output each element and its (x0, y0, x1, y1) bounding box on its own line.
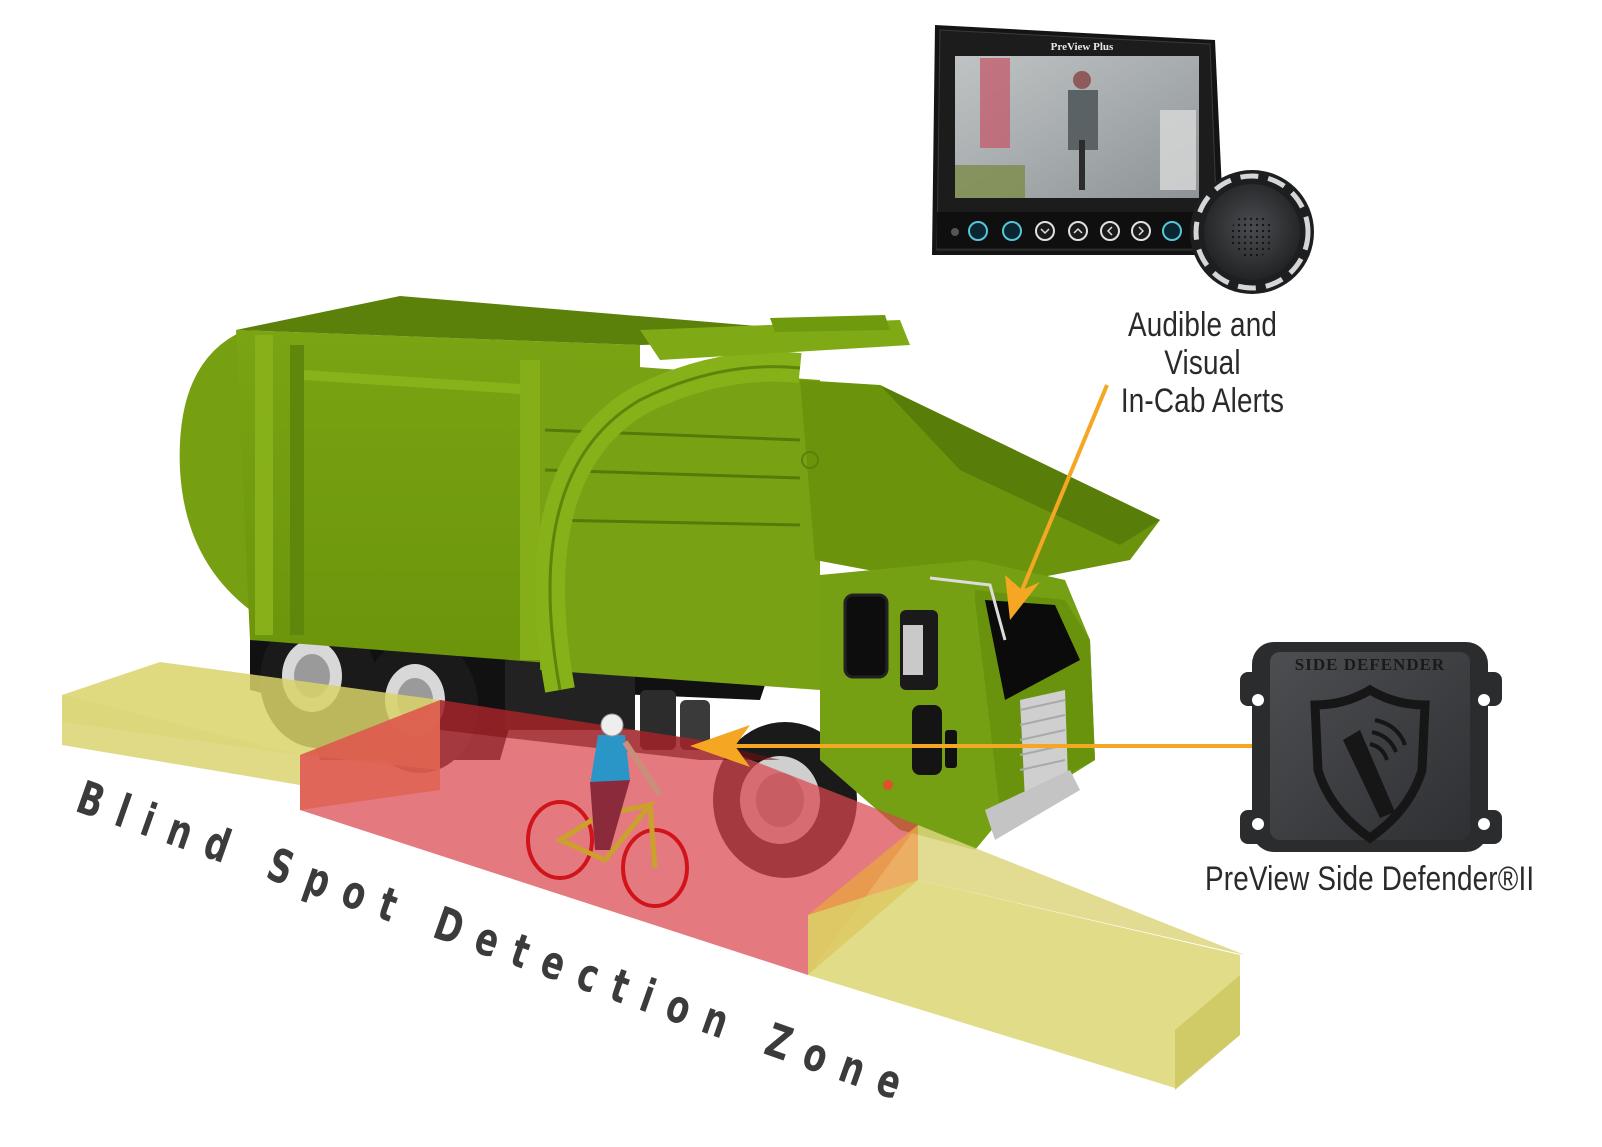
alert-speaker (1190, 170, 1314, 294)
in-cab-alerts-line1: Audible and Visual (1127, 306, 1278, 382)
sensor-arrow (690, 725, 1255, 767)
chevron-right-icon[interactable] (1131, 221, 1151, 241)
side-defender-label: PreView Side Defender®II (1205, 860, 1535, 898)
shield-v-radar-icon (1310, 684, 1430, 844)
chevron-left-icon[interactable] (1100, 221, 1120, 241)
power-icon[interactable] (968, 221, 988, 241)
side-defender-sensor: SIDE DEFENDER (1240, 642, 1502, 852)
refuse-truck (179, 296, 1160, 693)
alert-arrow (1005, 384, 1109, 620)
camera-select-icon[interactable] (1162, 221, 1182, 241)
menu-icon[interactable] (1002, 221, 1022, 241)
chevron-up-icon[interactable] (1068, 221, 1088, 241)
cyclist-figure (526, 713, 689, 908)
in-cab-alerts-label: Audible and Visual In-Cab Alerts (1094, 306, 1311, 420)
in-cab-monitor: PreView Plus (932, 25, 1225, 255)
chevron-down-icon[interactable] (1035, 221, 1055, 241)
truck-cab (820, 560, 1095, 850)
monitor-brand: PreView Plus (1051, 41, 1114, 53)
sensor-brand: SIDE DEFENDER (1295, 655, 1445, 674)
in-cab-alerts-line2: In-Cab Alerts (1120, 382, 1285, 420)
